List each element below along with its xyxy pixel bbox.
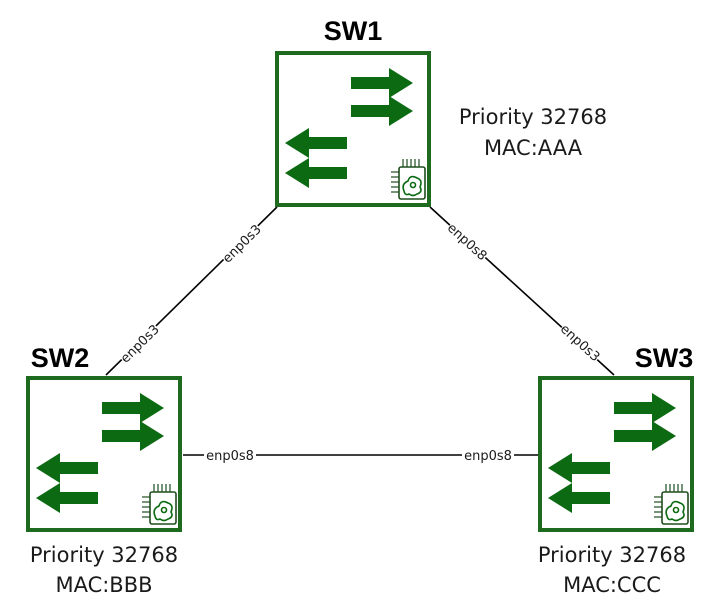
port-label-sw1-enp0s3: enp0s3	[218, 220, 265, 266]
switch-name-sw1: SW1	[324, 16, 383, 46]
network-switch-icon	[26, 376, 182, 532]
switch-mac-sw3: MAC:CCC	[563, 573, 661, 597]
svg-text:enp0s8: enp0s8	[464, 449, 512, 464]
svg-text:enp0s8: enp0s8	[206, 449, 254, 464]
switch-name-sw3: SW3	[635, 343, 694, 373]
port-label-sw2-enp0s3: enp0s3	[116, 320, 163, 366]
switch-sw1[interactable]: SW1 Priority 32768 MAC:AAA	[275, 16, 607, 207]
switch-priority-sw2: Priority 32768	[30, 543, 178, 567]
port-label-sw2-enp0s8: enp0s8	[204, 446, 256, 464]
port-label-sw3-enp0s8: enp0s8	[462, 446, 514, 464]
switch-priority-sw1: Priority 32768	[459, 105, 607, 129]
port-label-sw1-enp0s8: enp0s8	[444, 219, 491, 264]
switch-mac-sw1: MAC:AAA	[484, 136, 583, 160]
port-label-sw3-enp0s3: enp0s3	[557, 320, 604, 365]
svg-text:enp0s8: enp0s8	[444, 221, 489, 264]
svg-text:enp0s3: enp0s3	[220, 222, 265, 266]
svg-text:enp0s3: enp0s3	[118, 322, 163, 366]
switch-mac-sw2: MAC:BBB	[55, 573, 152, 597]
switch-sw3[interactable]: SW3 Priority 32768 MAC:CCC	[538, 343, 694, 597]
switch-priority-sw3: Priority 32768	[538, 543, 686, 567]
network-switch-icon	[538, 376, 694, 532]
network-switch-icon	[275, 51, 431, 207]
svg-text:enp0s3: enp0s3	[557, 322, 602, 365]
switch-sw2[interactable]: SW2 Priority 32768 MAC:BBB	[26, 343, 182, 597]
switch-name-sw2: SW2	[31, 343, 90, 373]
